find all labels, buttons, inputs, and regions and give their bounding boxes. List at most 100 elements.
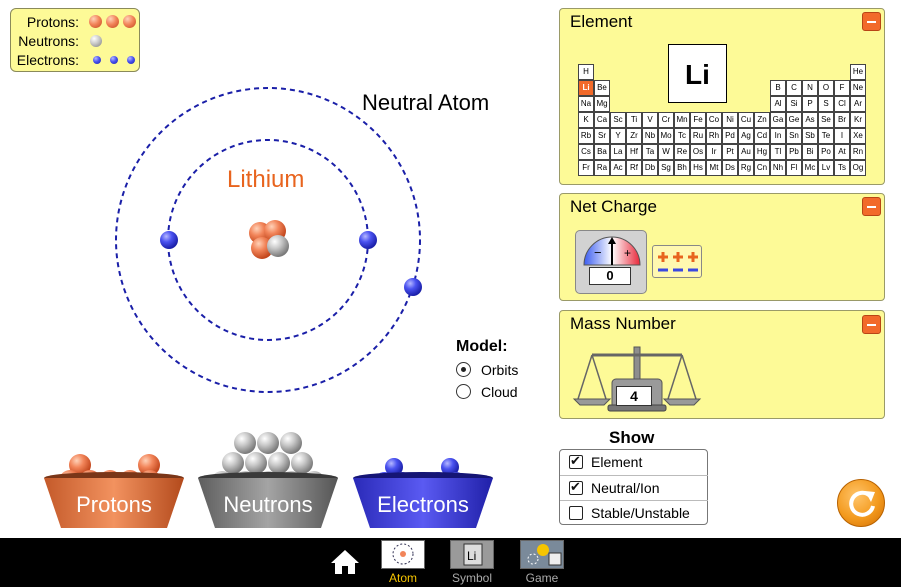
charge-minimize-button[interactable] [862, 197, 881, 216]
periodic-cell[interactable]: F [834, 80, 850, 96]
periodic-cell[interactable]: W [658, 144, 674, 160]
periodic-cell[interactable]: Rn [850, 144, 866, 160]
periodic-cell[interactable]: In [770, 128, 786, 144]
periodic-cell[interactable]: Hf [626, 144, 642, 160]
nucleus[interactable] [249, 220, 289, 259]
periodic-cell[interactable]: Ca [594, 112, 610, 128]
nucleus-neutron[interactable] [267, 235, 289, 257]
periodic-cell[interactable]: Ba [594, 144, 610, 160]
periodic-cell[interactable]: O [818, 80, 834, 96]
periodic-cell[interactable]: Zr [626, 128, 642, 144]
protons-bucket[interactable]: Protons [43, 472, 185, 530]
periodic-cell[interactable]: Br [834, 112, 850, 128]
element-minimize-button[interactable] [862, 12, 881, 31]
stable-unstable-checkbox[interactable] [569, 506, 583, 520]
periodic-cell[interactable]: Li [578, 80, 594, 96]
periodic-cell[interactable]: Pb [786, 144, 802, 160]
home-button[interactable] [330, 548, 360, 581]
orbit-electron[interactable] [160, 231, 178, 249]
periodic-cell[interactable]: Os [690, 144, 706, 160]
tab-game[interactable]: Game [520, 540, 564, 586]
periodic-cell[interactable]: Ir [706, 144, 722, 160]
periodic-cell[interactable]: Mg [594, 96, 610, 112]
neutrons-bucket[interactable]: Neutrons [197, 472, 339, 530]
periodic-cell[interactable]: Ta [642, 144, 658, 160]
orbit-electron[interactable] [404, 278, 422, 296]
periodic-cell[interactable]: He [850, 64, 866, 80]
periodic-cell[interactable]: Bh [674, 160, 690, 176]
periodic-cell[interactable]: Rg [738, 160, 754, 176]
periodic-cell[interactable]: Hs [690, 160, 706, 176]
periodic-cell[interactable]: I [834, 128, 850, 144]
periodic-cell[interactable]: S [818, 96, 834, 112]
orbit-electron[interactable] [359, 231, 377, 249]
periodic-cell[interactable]: Xe [850, 128, 866, 144]
periodic-cell[interactable]: Al [770, 96, 786, 112]
periodic-cell[interactable]: Cl [834, 96, 850, 112]
periodic-cell[interactable]: Ru [690, 128, 706, 144]
show-stable-unstable-option[interactable]: Stable/Unstable [560, 500, 708, 525]
neutral-ion-checkbox[interactable] [569, 479, 583, 495]
periodic-cell[interactable]: Sc [610, 112, 626, 128]
periodic-cell[interactable]: P [802, 96, 818, 112]
periodic-cell[interactable]: Sb [802, 128, 818, 144]
periodic-cell[interactable]: Fl [786, 160, 802, 176]
periodic-cell[interactable]: Re [674, 144, 690, 160]
periodic-cell[interactable]: Lv [818, 160, 834, 176]
periodic-cell[interactable]: Ar [850, 96, 866, 112]
periodic-cell[interactable]: Cn [754, 160, 770, 176]
periodic-cell[interactable]: V [642, 112, 658, 128]
periodic-cell[interactable]: C [786, 80, 802, 96]
periodic-cell[interactable]: Kr [850, 112, 866, 128]
periodic-cell[interactable]: Ts [834, 160, 850, 176]
tab-atom[interactable]: Atom [381, 540, 425, 586]
periodic-cell[interactable]: Cs [578, 144, 594, 160]
periodic-cell[interactable]: La [610, 144, 626, 160]
periodic-cell[interactable]: B [770, 80, 786, 96]
periodic-cell[interactable]: Cd [754, 128, 770, 144]
periodic-cell[interactable]: Sr [594, 128, 610, 144]
mass-minimize-button[interactable] [862, 315, 881, 334]
tab-symbol[interactable]: Li Symbol [450, 540, 494, 586]
periodic-cell[interactable]: Ti [626, 112, 642, 128]
periodic-cell[interactable]: Nb [642, 128, 658, 144]
reset-button[interactable] [837, 479, 885, 527]
periodic-cell[interactable]: Hg [754, 144, 770, 160]
periodic-cell[interactable]: Bi [802, 144, 818, 160]
periodic-cell[interactable]: Ds [722, 160, 738, 176]
periodic-cell[interactable]: Mc [802, 160, 818, 176]
periodic-cell[interactable]: At [834, 144, 850, 160]
periodic-cell[interactable]: Be [594, 80, 610, 96]
periodic-cell[interactable]: Ra [594, 160, 610, 176]
periodic-cell[interactable]: Ga [770, 112, 786, 128]
periodic-cell[interactable]: Te [818, 128, 834, 144]
periodic-cell[interactable]: Rh [706, 128, 722, 144]
periodic-cell[interactable]: Zn [754, 112, 770, 128]
orbits-radio[interactable] [456, 362, 471, 377]
periodic-cell[interactable]: Y [610, 128, 626, 144]
periodic-cell[interactable]: Fr [578, 160, 594, 176]
element-checkbox[interactable] [569, 453, 583, 469]
periodic-cell[interactable]: Se [818, 112, 834, 128]
periodic-cell[interactable]: Pd [722, 128, 738, 144]
periodic-cell[interactable]: Ac [610, 160, 626, 176]
periodic-cell[interactable]: Si [786, 96, 802, 112]
periodic-cell[interactable]: Mn [674, 112, 690, 128]
periodic-cell[interactable]: Ge [786, 112, 802, 128]
periodic-cell[interactable]: Fe [690, 112, 706, 128]
show-element-option[interactable]: Element [560, 450, 708, 475]
periodic-cell[interactable]: Rf [626, 160, 642, 176]
periodic-cell[interactable]: Og [850, 160, 866, 176]
nucleus-proton[interactable] [251, 237, 273, 259]
periodic-cell[interactable]: Co [706, 112, 722, 128]
periodic-cell[interactable]: Au [738, 144, 754, 160]
periodic-cell[interactable]: Ag [738, 128, 754, 144]
periodic-cell[interactable]: Sg [658, 160, 674, 176]
periodic-cell[interactable]: Cr [658, 112, 674, 128]
periodic-cell[interactable]: As [802, 112, 818, 128]
periodic-cell[interactable]: Mo [658, 128, 674, 144]
periodic-cell[interactable]: Tc [674, 128, 690, 144]
periodic-cell[interactable]: Ni [722, 112, 738, 128]
periodic-cell[interactable]: Cu [738, 112, 754, 128]
periodic-cell[interactable]: Mt [706, 160, 722, 176]
